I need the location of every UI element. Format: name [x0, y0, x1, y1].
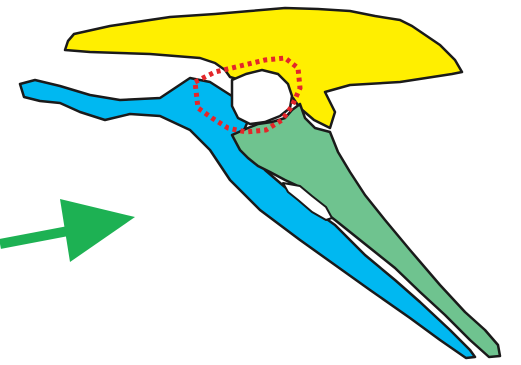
green-bone-region	[232, 104, 500, 357]
direction-arrow	[0, 199, 135, 262]
arrow-head	[60, 199, 135, 262]
